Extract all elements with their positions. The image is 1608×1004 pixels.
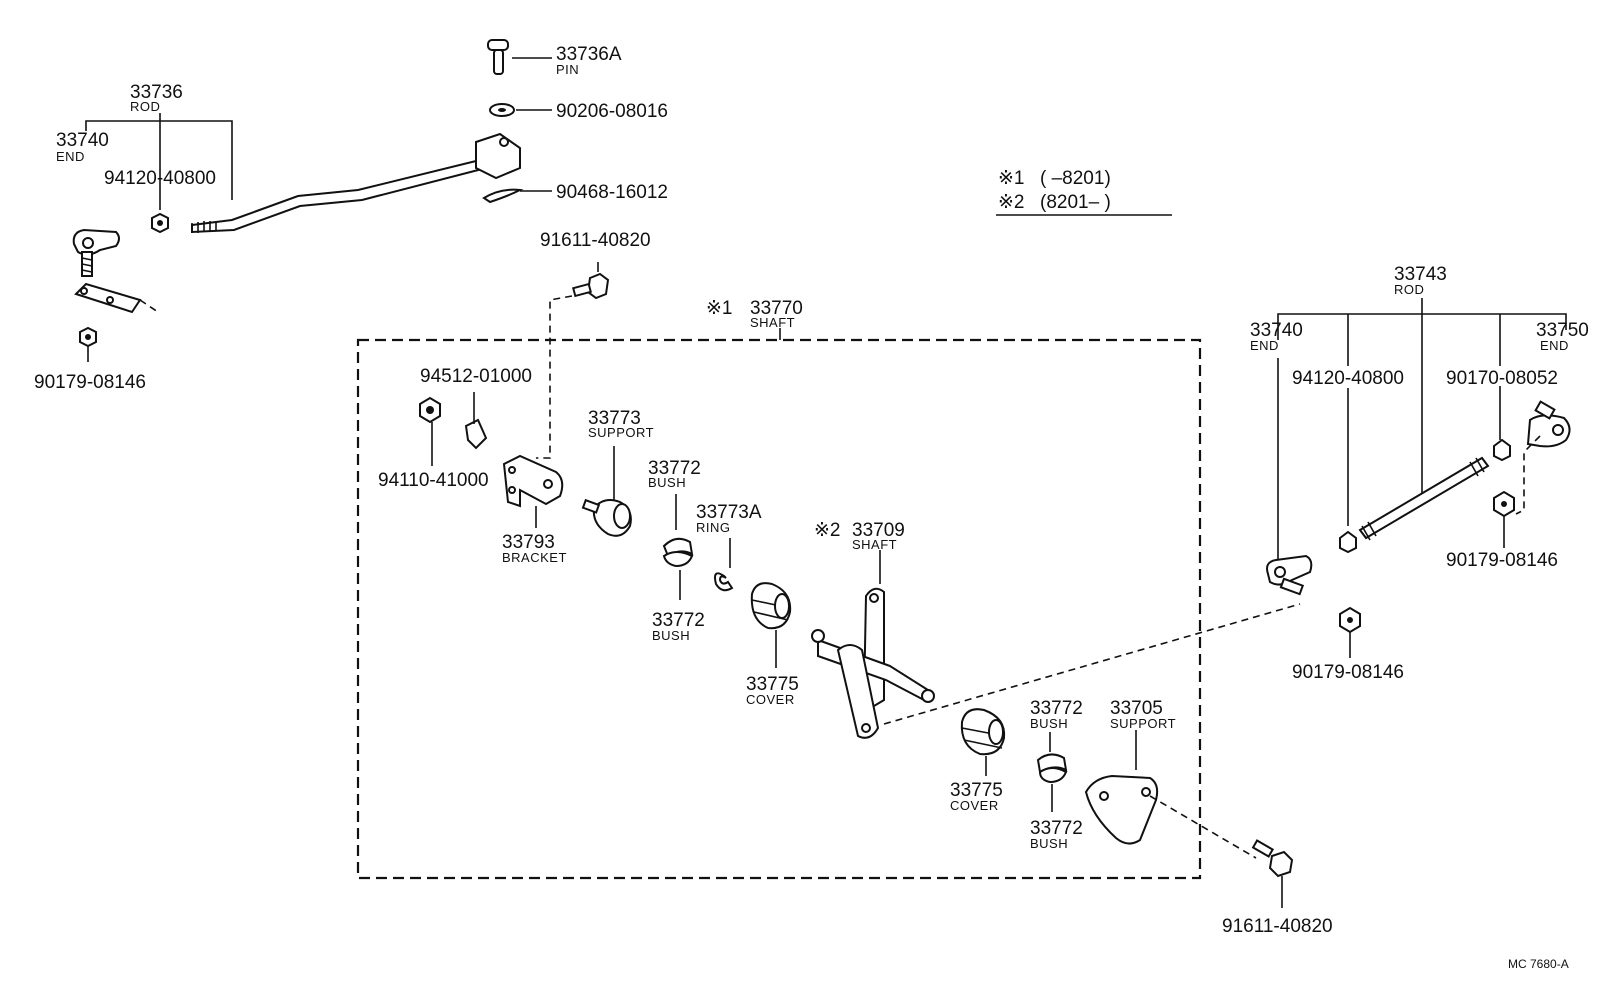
label-33773-name: SUPPORT [588, 425, 654, 440]
ring-33773a [714, 572, 734, 592]
rod-33743-assembly [1266, 298, 1571, 658]
label-90170: 90170-08052 [1446, 368, 1558, 389]
label-33775-a: 33775 [746, 674, 799, 695]
dashed-91611-top [536, 295, 573, 459]
label-33772-b: 33772 [652, 610, 705, 631]
label-94120-left: 94120-40800 [104, 168, 216, 189]
label-33773: 33773 [588, 408, 641, 429]
label-90206: 90206-08016 [556, 101, 668, 122]
label-33793-name: BRACKET [502, 550, 567, 565]
label-33772-d-name: BUSH [1030, 836, 1068, 851]
label-33743-name: ROD [1394, 282, 1424, 297]
label-91611-top: 91611-40820 [540, 230, 651, 251]
leader-33736 [85, 120, 233, 200]
label-94110: 94110-41000 [378, 470, 489, 491]
label-33772-b-name: BUSH [652, 628, 690, 643]
label-33750-name: END [1540, 338, 1569, 353]
label-33773a-name: RING [696, 520, 731, 535]
legend-row2-range: (8201– ) [1040, 192, 1111, 213]
label-33772-a: 33772 [648, 458, 701, 479]
legend-row1-range: ( –8201) [1040, 168, 1111, 189]
label-33705-name: SUPPORT [1110, 716, 1176, 731]
bracket-33793 [502, 454, 564, 508]
shaft-33770-box [356, 338, 1202, 880]
label-91611-bottom: 91611-40820 [1222, 916, 1333, 937]
rod-clevis [475, 132, 521, 180]
label-33772-a-name: BUSH [648, 475, 686, 490]
label-33736: 33736 [130, 82, 183, 103]
label-90468: 90468-16012 [556, 182, 668, 203]
label-33709: 33709 [852, 520, 905, 541]
label-33740-left-name: END [56, 149, 85, 164]
label-90179-right-b: 90179-08146 [1292, 662, 1404, 683]
shaft-33709-arm-lower [836, 644, 880, 739]
nut-94120-right [1339, 530, 1357, 554]
label-33772-c: 33772 [1030, 698, 1083, 719]
dashed-91611-bottom [1149, 795, 1257, 859]
labels: 33736A PIN 90206-08016 90468-16012 33736… [34, 44, 1589, 971]
label-33773a: 33773A [696, 502, 762, 523]
label-33770-mark: ※1 [706, 298, 733, 319]
label-94512: 94512-01000 [420, 366, 532, 387]
label-33770: 33770 [750, 298, 803, 319]
label-94120-right: 94120-40800 [1292, 368, 1404, 389]
label-33772-c-name: BUSH [1030, 716, 1068, 731]
label-33740-left: 33740 [56, 130, 109, 151]
dashed-link-right [883, 603, 1301, 725]
label-33775-b-name: COVER [950, 798, 999, 813]
label-33736a-name: PIN [556, 62, 579, 77]
label-33793: 33793 [502, 532, 555, 553]
label-33736-name: ROD [130, 99, 160, 114]
label-90179-right-a: 90179-08146 [1446, 550, 1558, 571]
label-33772-d: 33772 [1030, 818, 1083, 839]
label-33709-name: SHAFT [852, 537, 897, 552]
bolt-91611-bottom [1251, 839, 1294, 908]
end-33740-left [72, 228, 120, 256]
rod-33743 [1358, 456, 1490, 540]
label-33775-a-name: COVER [746, 692, 795, 707]
label-33770-name: SHAFT [750, 315, 795, 330]
rod-33736-assembly [72, 39, 552, 362]
label-33705: 33705 [1110, 698, 1163, 719]
label-90179-left: 90179-08146 [34, 372, 146, 393]
legend-row2-mark: ※2 [998, 192, 1025, 213]
label-33740-right-name: END [1250, 338, 1279, 353]
label-33750: 33750 [1536, 320, 1589, 341]
pin-33736a [487, 39, 509, 51]
diagram-code: MC 7680-A [1508, 957, 1569, 971]
label-33736a: 33736A [556, 44, 622, 65]
legend: ※1 ( –8201) ※2 (8201– ) [996, 168, 1172, 216]
clip-94512 [464, 418, 488, 450]
shaft-33770-parts [419, 392, 1301, 859]
cotter-pin-90468 [482, 188, 524, 204]
legend-row1-mark: ※1 [998, 168, 1025, 189]
label-33775-b: 33775 [950, 780, 1003, 801]
nut-90170 [1493, 438, 1511, 462]
rod-33736 [191, 158, 488, 234]
label-33743: 33743 [1394, 264, 1447, 285]
support-33705 [1084, 774, 1159, 845]
label-33740-right: 33740 [1250, 320, 1303, 341]
bolt-91611-top [536, 262, 610, 459]
label-33709-mark: ※2 [814, 520, 841, 541]
